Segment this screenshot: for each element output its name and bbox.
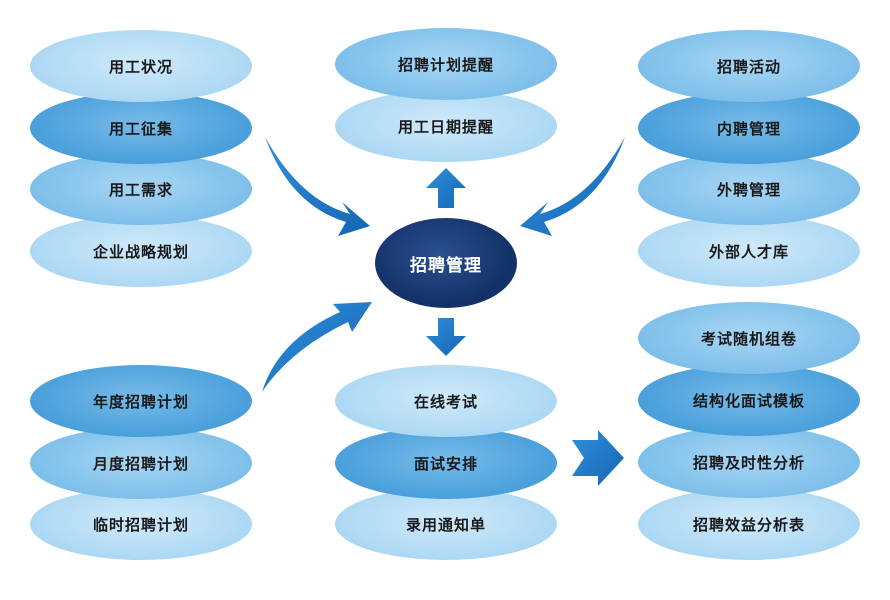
node-bottom-right-2: 结构化面试模板 <box>638 364 860 436</box>
node-top-center-1: 招聘计划提醒 <box>335 28 557 100</box>
arrow-bottom-center-to-right <box>572 430 624 486</box>
arrow-top-left-to-center <box>265 137 370 236</box>
arrow-bottom-left-to-center <box>262 302 372 392</box>
node-top-left-3: 用工需求 <box>30 153 252 225</box>
arrow-top-right-to-center <box>520 137 625 236</box>
node-bottom-right-1: 考试随机组卷 <box>638 302 860 374</box>
center-node: 招聘管理 <box>375 218 517 308</box>
node-bottom-right-4: 招聘效益分析表 <box>638 488 860 560</box>
arrow-center-down <box>426 318 466 356</box>
node-top-right-4: 外部人才库 <box>638 215 860 287</box>
node-top-center-2: 用工日期提醒 <box>335 90 557 162</box>
node-bottom-right-3: 招聘及时性分析 <box>638 426 860 498</box>
node-bottom-left-3: 临时招聘计划 <box>30 488 252 560</box>
node-top-right-3: 外聘管理 <box>638 153 860 225</box>
node-bottom-left-2: 月度招聘计划 <box>30 427 252 499</box>
node-top-left-4: 企业战略规划 <box>30 215 252 287</box>
node-top-right-2: 内聘管理 <box>638 92 860 164</box>
node-top-left-2: 用工征集 <box>30 92 252 164</box>
arrow-center-up <box>426 168 466 208</box>
node-bottom-center-3: 录用通知单 <box>335 488 557 560</box>
node-bottom-center-2: 面试安排 <box>335 427 557 499</box>
node-top-right-1: 招聘活动 <box>638 30 860 102</box>
node-top-left-1: 用工状况 <box>30 30 252 102</box>
node-bottom-center-1: 在线考试 <box>335 365 557 437</box>
node-bottom-left-1: 年度招聘计划 <box>30 365 252 437</box>
